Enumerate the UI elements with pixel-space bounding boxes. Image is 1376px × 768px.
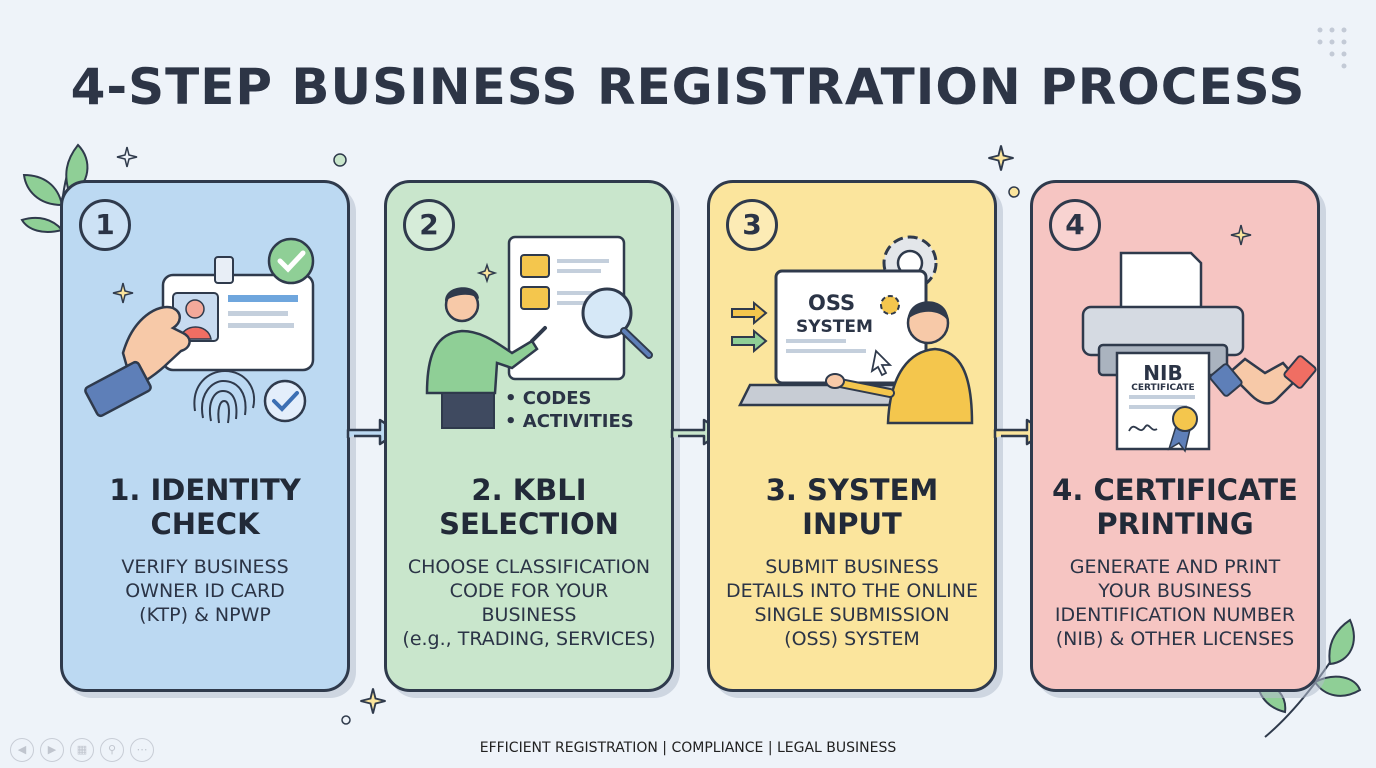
step-description: VERIFY BUSINESS OWNER ID CARD (KTP) & NP… [121, 556, 289, 626]
certificate-title: NIB [1143, 361, 1183, 385]
step-card-kbli-selection: 2 • CODES • ACTIVITIES 2. KBLI SELECTION… [384, 180, 674, 692]
screen-text-oss: OSS [808, 291, 856, 315]
zoom-icon[interactable]: ⚲ [100, 738, 124, 762]
step-card-identity-check: 1 1. IDENTITY CHECK VERIFY BUS [60, 180, 350, 692]
sparkle-icon [116, 146, 138, 168]
kbli-bullet-activities: • ACTIVITIES [505, 411, 634, 432]
id-card-icon [84, 237, 315, 424]
certificate-subtitle: CERTIFICATE [1131, 383, 1195, 393]
more-options-icon[interactable]: ⋯ [130, 738, 154, 762]
step-title: 3. SYSTEM INPUT [765, 473, 939, 541]
page-title: 4-STEP BUSINESS REGISTRATION PROCESS [70, 58, 1306, 116]
screen-text-system: SYSTEM [796, 317, 873, 337]
step-description: CHOOSE CLASSIFICATION CODE FOR YOUR BUSI… [402, 556, 656, 650]
prev-slide-icon[interactable]: ◀ [10, 738, 34, 762]
step-description: SUBMIT BUSINESS DETAILS INTO THE ONLINE … [726, 556, 978, 650]
dot-decoration [1008, 186, 1020, 198]
dot-decoration [333, 153, 347, 167]
step-number-badge: 3 [726, 199, 778, 251]
slides-grid-icon[interactable]: ▦ [70, 738, 94, 762]
step-title: 1. IDENTITY CHECK [109, 473, 301, 541]
step-card-system-input: 3 OSS SYSTEM 3. SYSTEM INPUT SUBMIT BUSI… [707, 180, 997, 692]
leaf-decoration-icon [1257, 618, 1362, 738]
step-number-badge: 2 [403, 199, 455, 251]
sparkle-icon [360, 688, 386, 714]
printer-icon [1081, 224, 1317, 453]
slide-nav-controls: ◀ ▶ ▦ ⚲ ⋯ [10, 738, 154, 762]
step-title: 2. KBLI SELECTION [439, 473, 619, 541]
sparkle-icon [988, 145, 1014, 171]
step-number-badge: 4 [1049, 199, 1101, 251]
magnifier-icon [581, 287, 653, 359]
dot-grid-decoration [1317, 27, 1347, 69]
handshake-icon [1209, 355, 1317, 405]
step-description: GENERATE AND PRINT YOUR BUSINESS IDENTIF… [1054, 556, 1296, 650]
ribbon-icon [1167, 406, 1198, 453]
kbli-bullet-codes: • CODES [505, 388, 592, 409]
step-card-certificate-printing: 4 NIB CERTIFICATE 4. CERTIFICATE PRINTIN… [1030, 180, 1320, 692]
document-icon [425, 235, 653, 429]
step-number-badge: 1 [79, 199, 131, 251]
next-slide-icon[interactable]: ▶ [40, 738, 64, 762]
fingerprint-icon [193, 369, 256, 424]
step-title: 4. CERTIFICATE PRINTING [1052, 473, 1298, 541]
laptop-icon [731, 235, 974, 425]
footer-tagline: EFFICIENT REGISTRATION | COMPLIANCE | LE… [479, 740, 897, 756]
dot-decoration [341, 715, 351, 725]
